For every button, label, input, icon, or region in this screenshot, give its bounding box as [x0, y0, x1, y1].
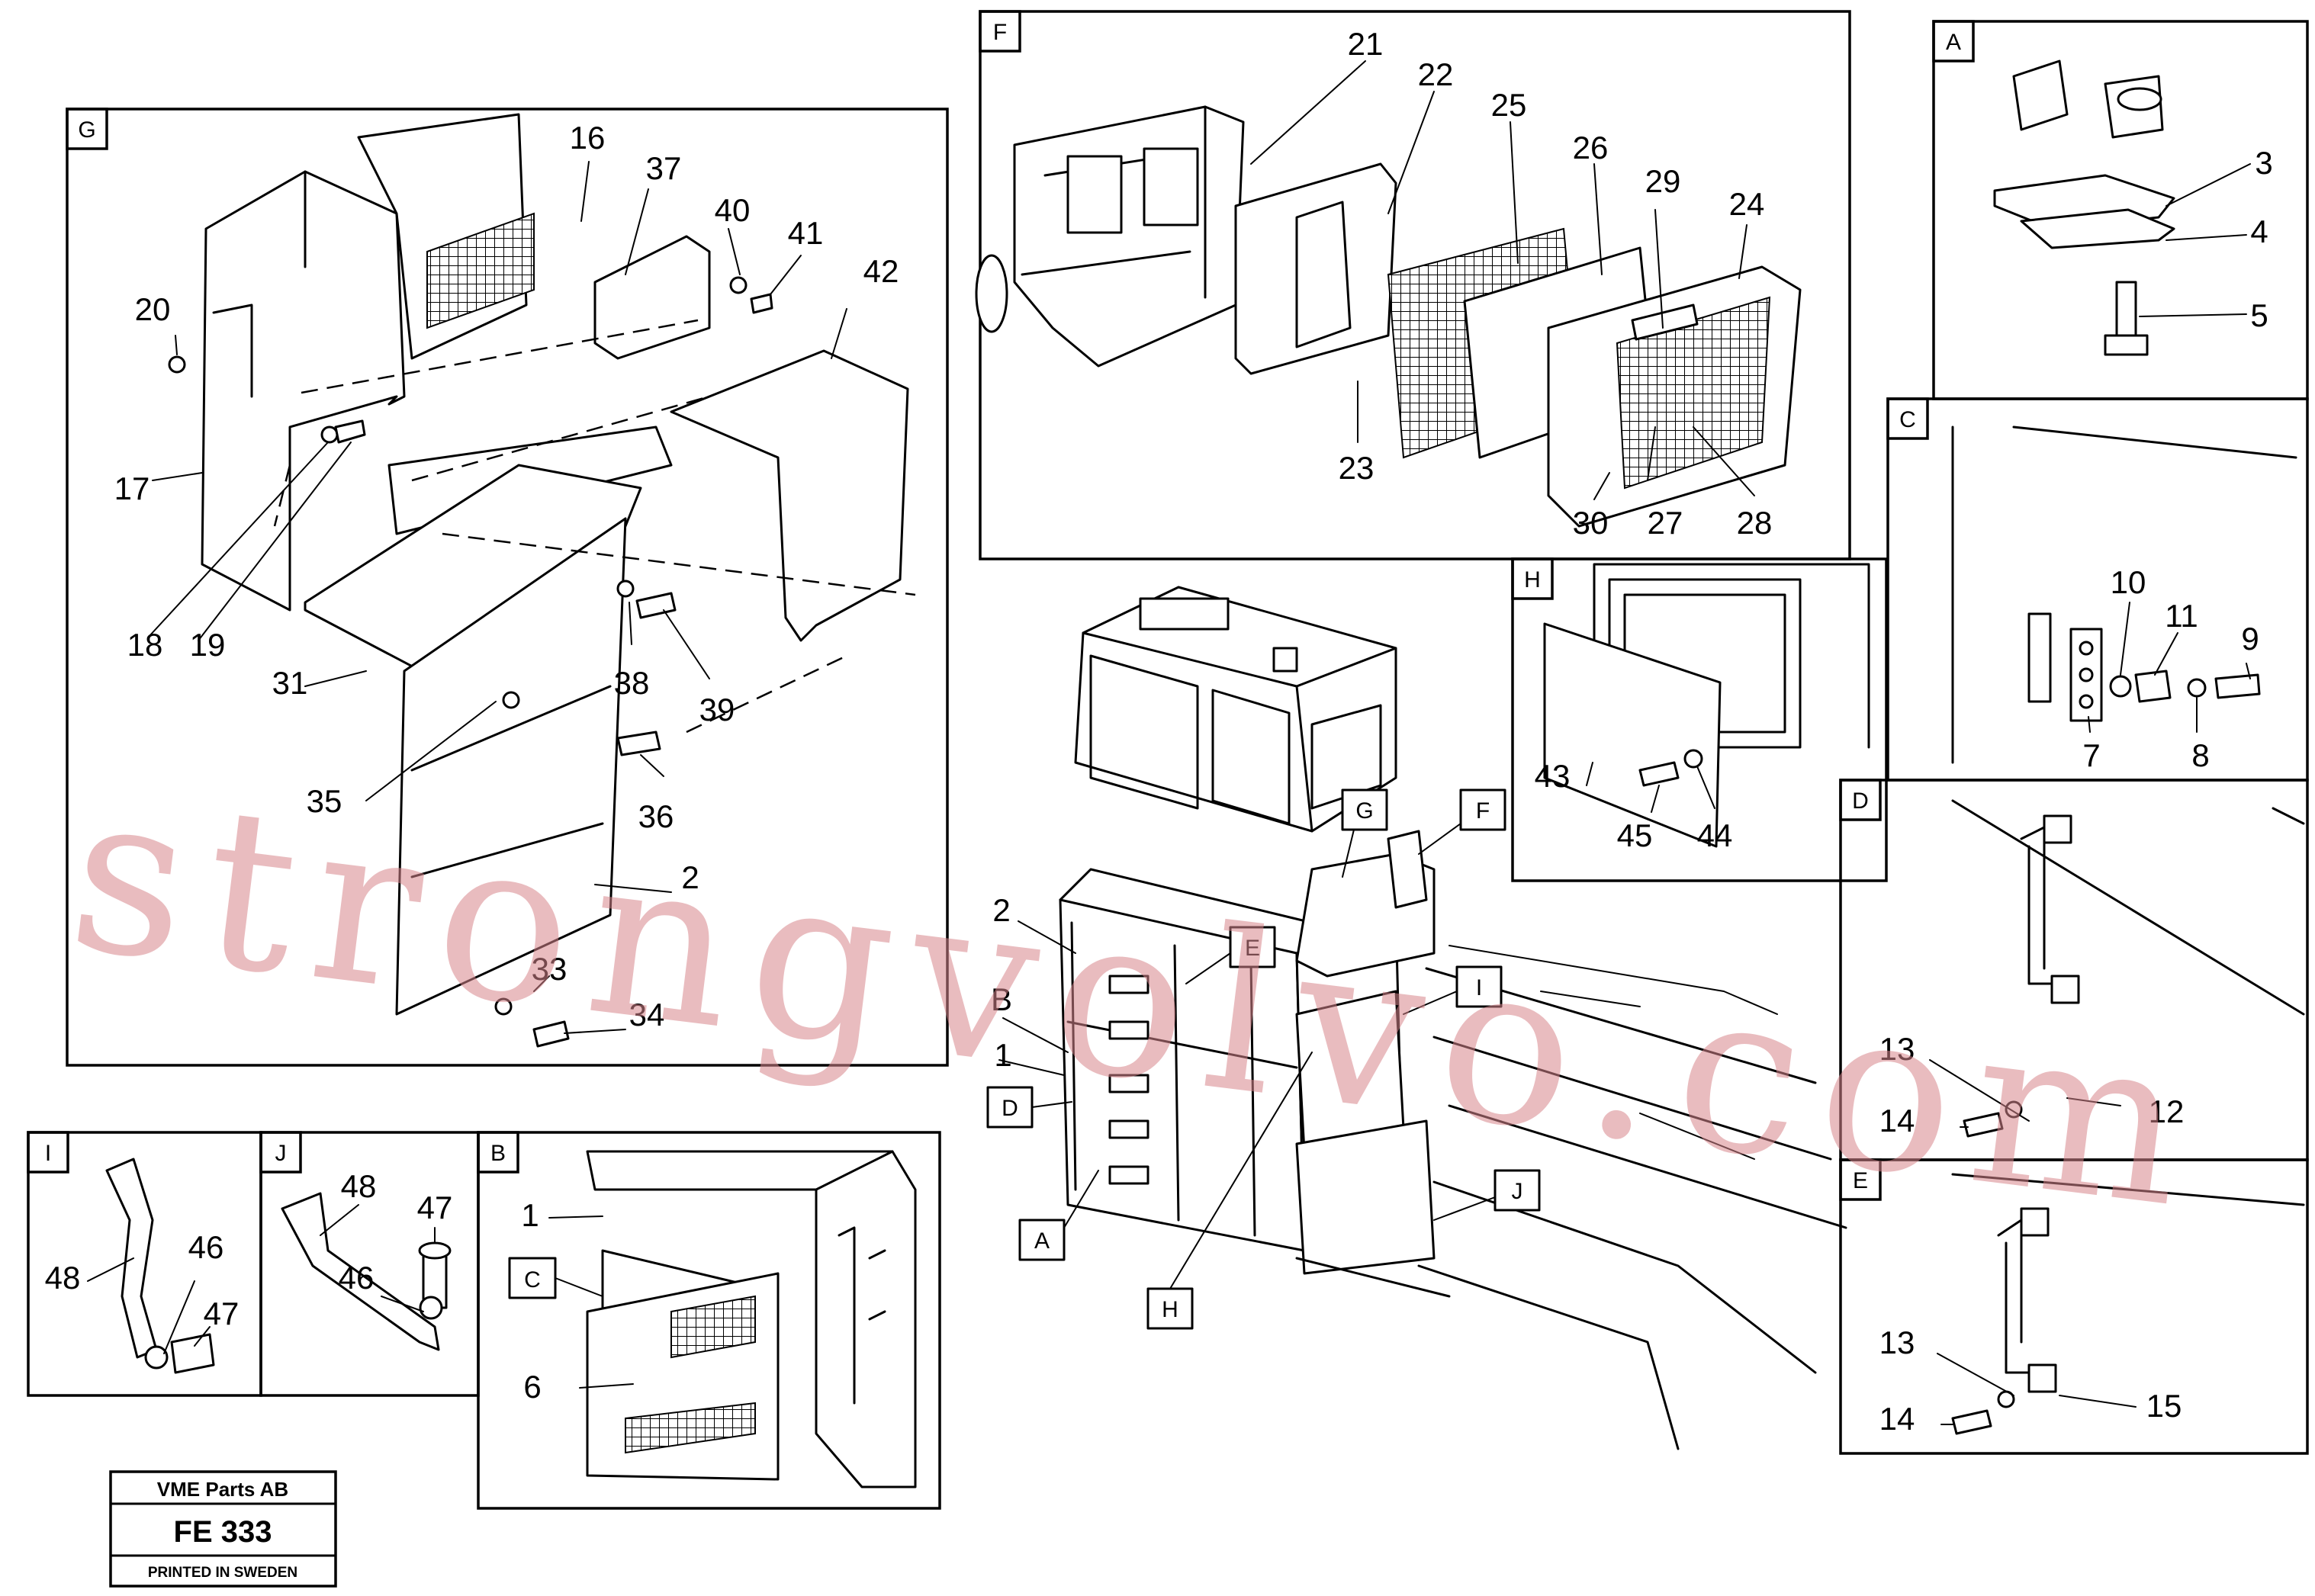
company-name: VME Parts AB — [157, 1478, 288, 1501]
machine-callouts: G F E I B D A H J 2 1 — [986, 788, 1541, 1330]
panel-g: G 16 37 40 41 42 — [66, 108, 949, 1067]
callout-a: A — [1034, 1228, 1050, 1254]
panel-f: F 21 22 25 26 29 24 23 30 27 28 — [975, 10, 1851, 560]
f-label-24: 24 — [1729, 186, 1765, 222]
g-label-33: 33 — [532, 951, 567, 987]
callout-g: G — [1355, 798, 1373, 824]
e-label-15: 15 — [2146, 1388, 2182, 1424]
g-label-16: 16 — [570, 120, 606, 156]
panel-f-tag: F — [993, 20, 1007, 45]
f-label-22: 22 — [1418, 56, 1454, 92]
c-label-7: 7 — [2082, 737, 2100, 773]
callout-h: H — [1162, 1297, 1178, 1322]
b-label-1: 1 — [521, 1197, 539, 1233]
c-label-11: 11 — [2165, 598, 2198, 634]
f-label-30: 30 — [1573, 505, 1609, 541]
panel-j: J 48 47 46 — [259, 1131, 480, 1397]
g-label-42: 42 — [863, 253, 899, 289]
f-label-27: 27 — [1648, 505, 1683, 541]
g-label-35: 35 — [307, 783, 342, 819]
f-label-21: 21 — [1348, 26, 1384, 62]
d-label-14: 14 — [1879, 1103, 1915, 1138]
panel-h-tag: H — [1524, 567, 1541, 592]
b-label-6: 6 — [523, 1369, 541, 1405]
panel-h: H 43 45 44 — [1511, 557, 1888, 882]
printed-note: PRINTED IN SWEDEN — [148, 1565, 297, 1581]
f-label-26: 26 — [1573, 130, 1609, 165]
machine-view — [1059, 586, 1847, 1450]
callout-i: I — [1476, 975, 1482, 1000]
g-label-2: 2 — [681, 859, 699, 895]
f-label-29: 29 — [1645, 163, 1681, 199]
b-callout-c: C — [524, 1267, 541, 1293]
callout-j: J — [1512, 1179, 1523, 1204]
callout-b-label: B — [991, 981, 1012, 1017]
panel-d-tag: D — [1852, 788, 1869, 814]
panel-a: A 3 4 5 — [1932, 20, 2309, 400]
drawing-code: FE 333 — [174, 1515, 272, 1549]
panel-e-tag: E — [1853, 1168, 1868, 1193]
j-label-47: 47 — [417, 1190, 453, 1225]
g-label-39: 39 — [699, 692, 735, 727]
f-label-23: 23 — [1339, 450, 1375, 486]
panel-e: E 13 14 15 — [1839, 1158, 2309, 1455]
e-label-14: 14 — [1879, 1401, 1915, 1437]
f-label-25: 25 — [1491, 87, 1527, 123]
panel-b: B 1 6 C — [477, 1131, 941, 1510]
panel-a-tag: A — [1946, 30, 1961, 55]
panel-i-tag: I — [45, 1141, 51, 1166]
panel-j-tag: J — [275, 1141, 287, 1166]
e-label-13: 13 — [1879, 1325, 1915, 1360]
d-label-13: 13 — [1879, 1031, 1915, 1067]
g-label-36: 36 — [638, 798, 674, 834]
h-label-45: 45 — [1617, 817, 1653, 853]
g-label-31: 31 — [272, 665, 308, 701]
panel-d: D 13 14 12 — [1839, 779, 2309, 1161]
j-label-46: 46 — [339, 1260, 375, 1296]
callout-e: E — [1245, 936, 1260, 961]
h-label-43: 43 — [1535, 758, 1571, 794]
g-label-20: 20 — [135, 291, 171, 327]
g-label-41: 41 — [788, 215, 824, 251]
g-label-18: 18 — [127, 627, 163, 663]
c-label-10: 10 — [2111, 564, 2146, 600]
g-label-34: 34 — [629, 997, 665, 1032]
title-block: VME Parts AB FE 333 PRINTED IN SWEDEN — [109, 1470, 337, 1588]
callout-d: D — [1002, 1096, 1018, 1121]
main-label-1: 1 — [994, 1037, 1011, 1073]
panel-i: I 48 46 47 — [27, 1131, 262, 1397]
i-label-48: 48 — [45, 1260, 81, 1296]
g-label-37: 37 — [646, 150, 682, 186]
i-label-47: 47 — [204, 1296, 240, 1331]
c-label-8: 8 — [2191, 737, 2209, 773]
d-label-12: 12 — [2149, 1093, 2185, 1129]
i-label-46: 46 — [188, 1229, 224, 1265]
f-label-28: 28 — [1737, 505, 1773, 541]
a-label-5: 5 — [2250, 297, 2268, 333]
g-label-17: 17 — [114, 470, 150, 506]
g-label-19: 19 — [190, 627, 226, 663]
j-label-48: 48 — [341, 1168, 377, 1204]
main-label-2: 2 — [992, 892, 1010, 928]
panel-g-tag: G — [78, 117, 95, 143]
a-label-3: 3 — [2255, 145, 2272, 181]
callout-f: F — [1476, 798, 1490, 824]
panel-c: C 10 11 9 7 8 — [1886, 397, 2309, 782]
h-label-44: 44 — [1697, 817, 1733, 853]
c-label-9: 9 — [2241, 621, 2259, 657]
g-label-38: 38 — [614, 665, 650, 701]
panel-c-tag: C — [1899, 407, 1916, 432]
panel-b-tag: B — [490, 1141, 506, 1166]
a-label-4: 4 — [2250, 214, 2268, 249]
g-label-40: 40 — [715, 192, 751, 228]
